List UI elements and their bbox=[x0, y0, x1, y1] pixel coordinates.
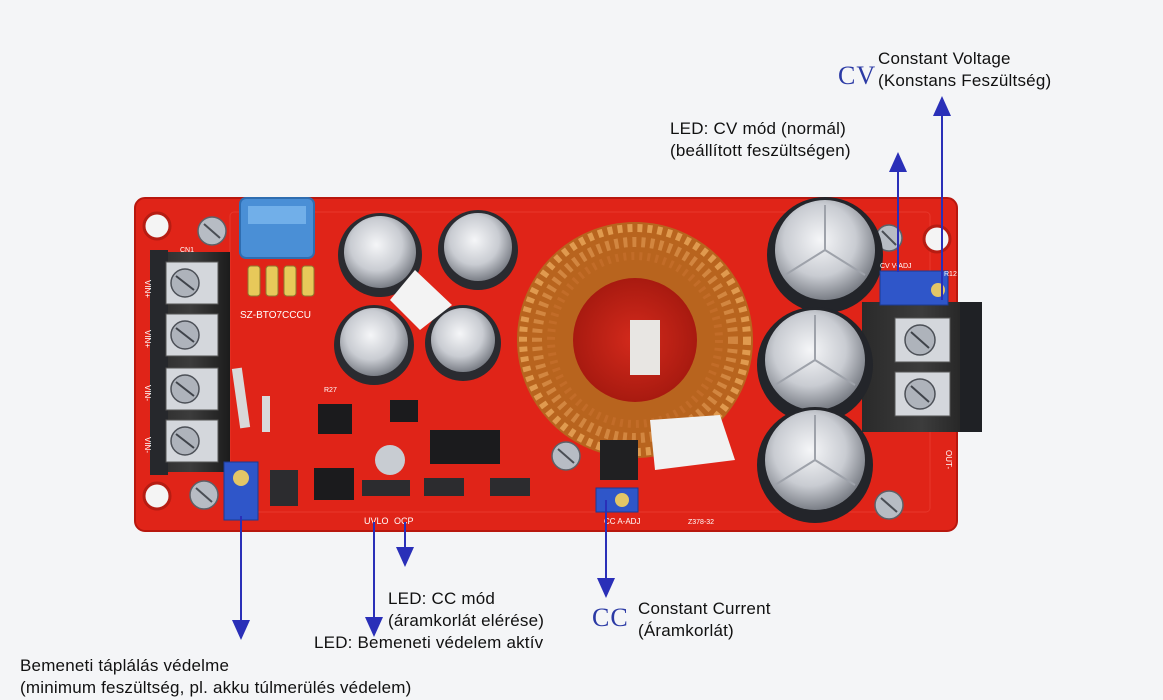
silk-ref: Z378-32 bbox=[688, 519, 714, 526]
cc-title: Constant Current bbox=[638, 599, 771, 618]
silk-vin-minus-1: VIN- bbox=[143, 385, 152, 401]
silk-ocp: OCP bbox=[394, 516, 414, 526]
silk-r27: R27 bbox=[324, 387, 337, 394]
silk-vin-minus-2: VIN- bbox=[143, 437, 152, 453]
output-terminal-block bbox=[862, 302, 982, 432]
silk-uvlo: UVLO bbox=[364, 516, 389, 526]
silk-cc-adj: CC A-ADJ bbox=[604, 517, 640, 526]
input-protection-label-2: (minimum feszültség, pl. akku túlmerülés… bbox=[20, 678, 412, 697]
led-cc-label-1: LED: CC mód bbox=[388, 589, 496, 608]
silk-vin-plus-2: VIN+ bbox=[143, 330, 152, 348]
cc-badge: CC bbox=[592, 603, 629, 632]
led-cv-label-1: LED: CV mód (normál) bbox=[670, 119, 846, 138]
cv-subtitle: (Konstans Feszültség) bbox=[878, 71, 1052, 90]
led-uvlo-label: LED: Bemeneti védelem aktív bbox=[314, 633, 544, 652]
blue-fuse bbox=[239, 197, 315, 297]
mounting-holes bbox=[142, 211, 952, 511]
cc-subtitle: (Áramkorlát) bbox=[638, 621, 734, 640]
input-protection-label-1: Bemeneti táplálás védelme bbox=[20, 656, 230, 675]
silk-out-minus: OUT- bbox=[944, 450, 953, 469]
input-capacitors bbox=[334, 210, 518, 385]
cv-title: Constant Voltage bbox=[878, 49, 1011, 68]
toroid-inductor bbox=[517, 222, 753, 470]
silk-cv-adj: CV V-ADJ bbox=[880, 263, 912, 270]
silk-model: SZ-BTO7CCCU bbox=[240, 310, 311, 321]
ic-chips bbox=[270, 400, 638, 506]
input-terminal-block bbox=[150, 250, 230, 475]
annotation-arrows bbox=[232, 96, 951, 640]
silk-r12: R12 bbox=[944, 271, 957, 278]
led-cc-label-2: (áramkorlát elérése) bbox=[388, 611, 545, 630]
output-capacitors bbox=[757, 197, 883, 523]
cv-badge: CV bbox=[838, 61, 877, 90]
silk-cn1: CN1 bbox=[180, 247, 194, 254]
silk-vin-plus-1: VIN+ bbox=[143, 280, 152, 298]
potentiometers bbox=[223, 270, 949, 521]
led-cv-label-2: (beállított feszültségen) bbox=[670, 141, 851, 160]
